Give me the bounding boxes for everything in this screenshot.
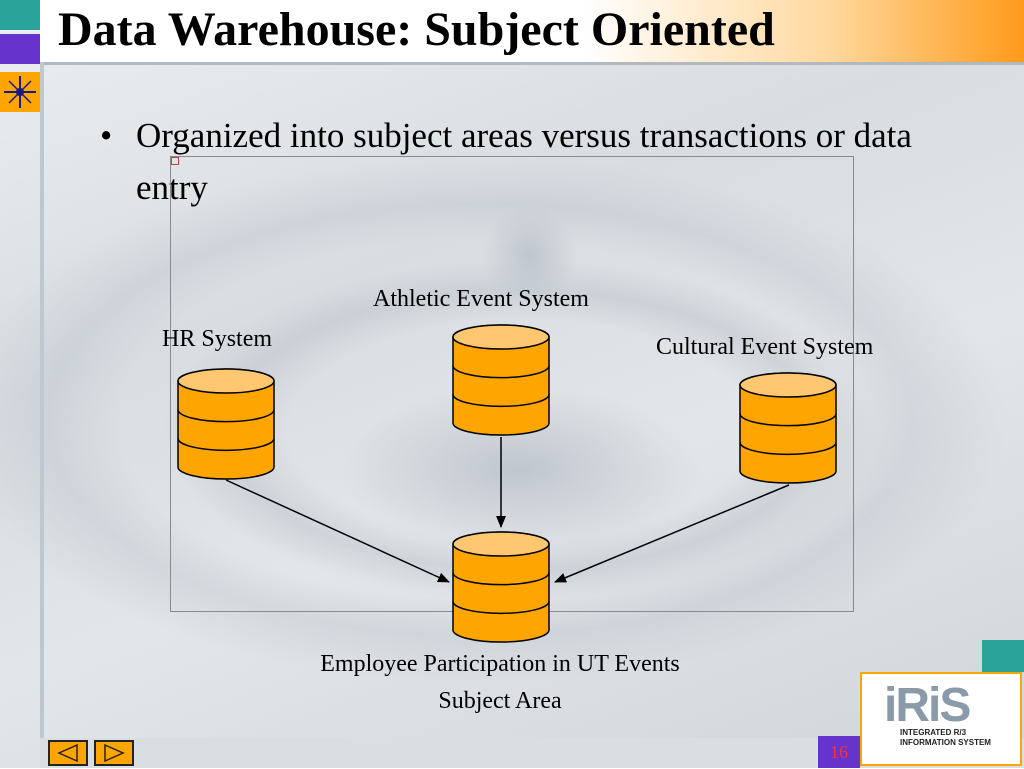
- cultural-system-cylinder: [739, 372, 837, 484]
- deco-square-purple: [0, 34, 40, 64]
- hr-system-label: HR System: [162, 326, 273, 352]
- slide-title: Data Warehouse: Subject Oriented: [58, 3, 775, 56]
- cultural-system-label: Cultural Event System: [656, 334, 874, 360]
- embedded-object-marker: [171, 157, 179, 165]
- bullet-mark: •: [100, 116, 113, 155]
- bullet-text: Organized into subject areas versus tran…: [136, 116, 912, 207]
- target-label-line1: Employee Participation in UT Events: [320, 651, 680, 677]
- iris-logo: [860, 672, 1022, 766]
- iris-logo-subtitle-line2: INFORMATION SYSTEM: [900, 738, 991, 747]
- title-divider: [40, 62, 1024, 65]
- arrow-cultural-to-target: [554, 484, 790, 583]
- title-bar: [40, 0, 1024, 62]
- athletic-system-cylinder: [452, 324, 550, 436]
- iris-logo-subtitle: INTEGRATED R/3 INFORMATION SYSTEM: [900, 728, 991, 748]
- athletic-system-label: Athletic Event System: [373, 286, 589, 312]
- side-divider: [40, 62, 44, 768]
- deco-square-teal: [0, 0, 40, 30]
- iris-logo-subtitle-line1: INTEGRATED R/3: [900, 728, 967, 737]
- next-slide-button[interactable]: [94, 740, 134, 766]
- star-icon: [0, 72, 40, 112]
- iris-logo-wordmark: iRiS: [884, 679, 971, 732]
- hr-system-cylinder: [177, 368, 275, 480]
- arrow-hr-to-target: [225, 479, 450, 583]
- slide-number: 16: [818, 736, 860, 768]
- target-label-line2: Subject Area: [438, 688, 562, 714]
- subject-area-cylinder: [452, 531, 550, 643]
- previous-slide-button[interactable]: [48, 740, 88, 766]
- deco-square-teal-right: [982, 640, 1024, 672]
